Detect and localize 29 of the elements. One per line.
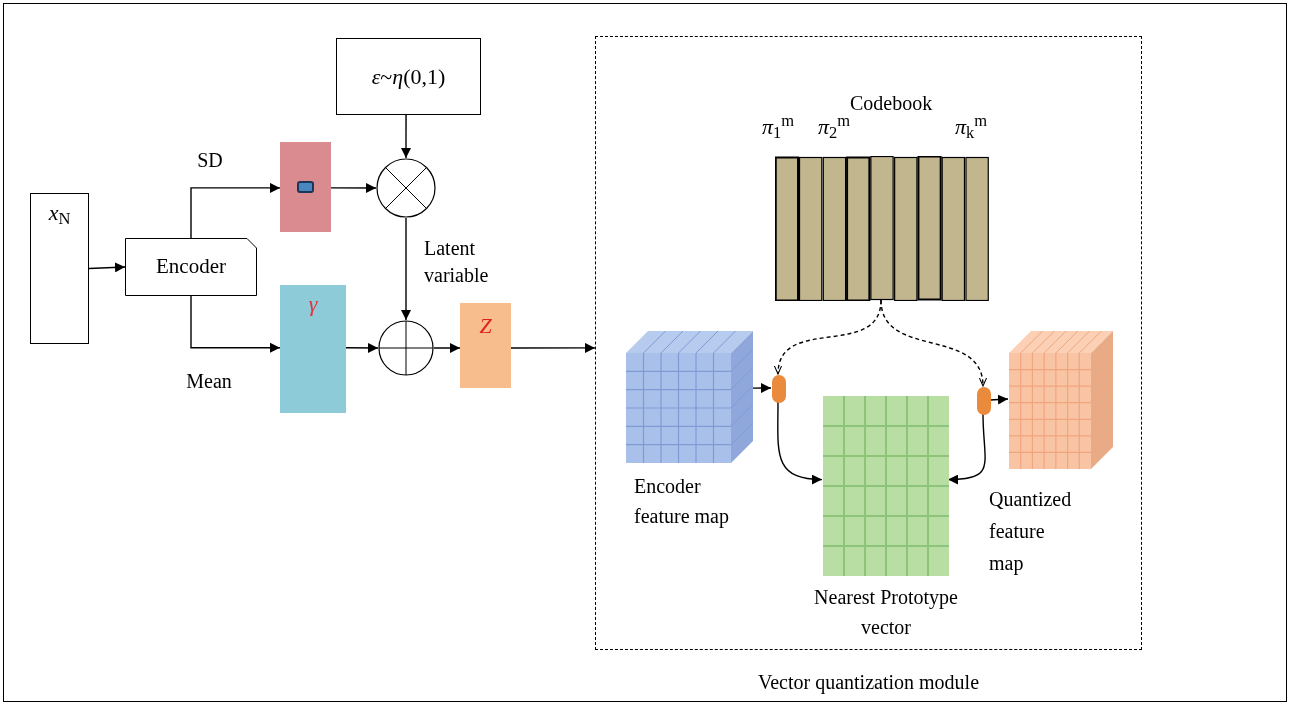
arrow (330, 183, 377, 193)
module-caption: Vector quantization module (757, 670, 979, 696)
math-label: ε~η(0,1) (371, 63, 446, 91)
mean-block (280, 285, 346, 413)
caption-text: Quantized feature map (989, 487, 1073, 577)
arrow (510, 342, 596, 353)
arrow (88, 262, 126, 273)
arrow (345, 342, 379, 353)
edge-label: Mean (184, 371, 234, 391)
dashed-arrow (880, 299, 986, 387)
caption-text: Encoder feature map (634, 474, 730, 530)
arrow (401, 217, 411, 321)
arrow (433, 343, 461, 354)
block-label: Encoder (156, 253, 226, 281)
annotation-text: Latent variable (424, 236, 490, 288)
sd-block (280, 142, 331, 232)
math-label: Z (479, 315, 492, 340)
codebook-title: Codebook (850, 91, 933, 116)
arrow (190, 182, 281, 239)
caption-text: Nearest Prototype vector (813, 585, 959, 640)
math-label: γ (308, 293, 318, 318)
input-box (30, 193, 89, 344)
noise-box (336, 38, 481, 115)
math-label: x$_{N}$ (48, 202, 71, 231)
arrow (401, 114, 411, 159)
arrow (777, 401, 823, 485)
edge-label: SD (195, 150, 225, 170)
arrow (989, 394, 1009, 405)
arrow (190, 295, 281, 353)
